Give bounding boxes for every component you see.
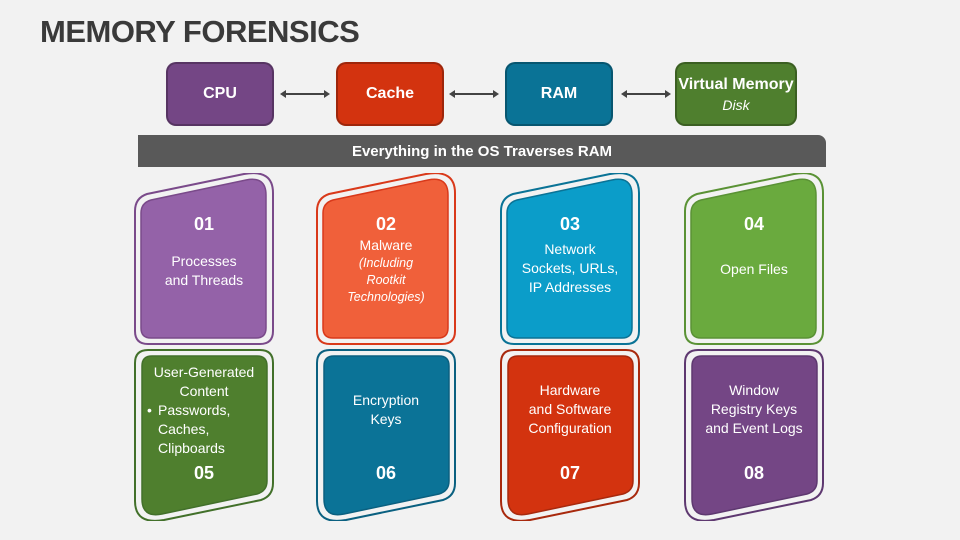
card-05: 05 User-GeneratedContentPasswords,Caches,…: [134, 349, 274, 521]
card-line: User-Generated: [153, 364, 255, 380]
card-line: Processes: [171, 253, 237, 269]
bullet-item: Caches,: [158, 421, 210, 437]
page-title: MEMORY FORENSICS: [40, 14, 360, 49]
card-subtext: Rootkit: [366, 273, 406, 287]
card-line: Network: [544, 241, 596, 257]
card-shape: [500, 349, 640, 521]
card-number: 07: [559, 463, 581, 483]
card-shape: [684, 173, 824, 345]
card-number-wrap: 06: [326, 464, 446, 483]
card-line: Window: [729, 382, 779, 398]
card-line: and Software: [528, 401, 612, 417]
bullet-item: Clipboards: [158, 440, 225, 456]
card-number-wrap: 07: [510, 464, 630, 483]
card-number: 08: [743, 463, 765, 483]
card-line: Encryption: [352, 392, 420, 408]
cache-box: Cache: [336, 62, 444, 126]
double-arrow-icon: [280, 90, 330, 98]
card-line: Registry Keys: [710, 401, 798, 417]
cache-label: Cache: [365, 85, 415, 102]
card-shape: [316, 173, 456, 345]
card-number-wrap: 05: [144, 464, 264, 483]
card-shape: [316, 349, 456, 521]
card-shape: [134, 349, 274, 521]
card-number-wrap: 08: [694, 464, 814, 483]
card-number: 02: [375, 214, 397, 234]
card-number: 01: [193, 214, 215, 234]
card-text: User-GeneratedContentPasswords,Caches, Cl…: [144, 363, 264, 458]
card-subtext: Technologies): [347, 290, 425, 304]
card-shape: [684, 349, 824, 521]
card-subtext: (Including: [358, 256, 414, 270]
banner: Everything in the OS Traverses RAM: [138, 135, 826, 167]
card-line: Content: [179, 383, 229, 399]
card-number: 03: [559, 214, 581, 234]
card-number: 05: [193, 463, 215, 483]
card-number: 06: [375, 463, 397, 483]
card-line: Malware: [359, 237, 413, 253]
card-line: Configuration: [528, 420, 612, 436]
cpu-box: CPU: [166, 62, 274, 126]
ram-label: RAM: [540, 85, 578, 102]
card-line: Open Files: [720, 261, 788, 277]
card-line: Keys: [370, 411, 402, 427]
card-number: 04: [743, 214, 765, 234]
ram-box: RAM: [505, 62, 613, 126]
virtual-memory-label: Virtual Memory: [678, 75, 794, 93]
card-line: and Threads: [164, 272, 244, 288]
card-line: IP Addresses: [528, 279, 612, 295]
card-shape: [134, 173, 274, 345]
disk-label: Disk: [722, 96, 750, 113]
card-line: Sockets, URLs,: [521, 260, 619, 276]
card-line: Hardware: [539, 382, 601, 398]
double-arrow-icon: [621, 90, 671, 98]
double-arrow-icon: [449, 90, 499, 98]
card-shape: [500, 173, 640, 345]
bullet-item: Passwords,: [144, 401, 264, 420]
card-line: and Event Logs: [705, 420, 803, 436]
cpu-label: CPU: [203, 85, 237, 102]
